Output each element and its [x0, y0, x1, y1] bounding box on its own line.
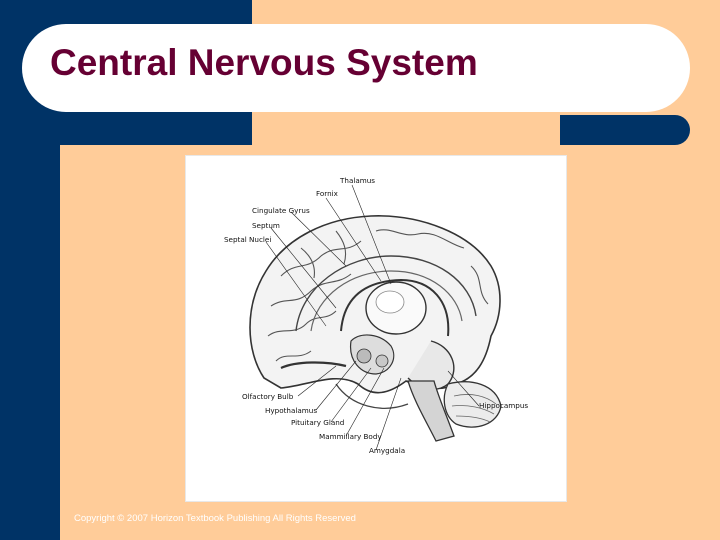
brainstem-shape [407, 380, 455, 442]
label-fornix: Fornix [316, 189, 339, 198]
brain-diagram: Thalamus Fornix Cingulate Gyrus Septum S… [185, 155, 567, 502]
cingulate-arc [295, 255, 477, 332]
label-thalamus: Thalamus [339, 176, 375, 185]
label-septum: Septum [252, 221, 280, 230]
label-olfactory-bulb: Olfactory Bulb [242, 392, 294, 401]
label-cingulate-gyrus: Cingulate Gyrus [252, 206, 310, 215]
label-septal-nuclei: Septal Nuclei [224, 235, 271, 244]
title-banner [22, 24, 690, 112]
copyright-footer: Copyright © 2007 Horizon Textbook Publis… [74, 513, 356, 524]
slide-title: Central Nervous System [50, 42, 478, 83]
label-mammillary-body: Mammillary Body [319, 432, 382, 441]
label-pituitary-gland: Pituitary Gland [291, 418, 344, 427]
title-accent-tab [560, 115, 690, 145]
label-hypothalamus: Hypothalamus [265, 406, 317, 415]
label-amygdala: Amygdala [369, 446, 405, 455]
brain-illustration: Thalamus Fornix Cingulate Gyrus Septum S… [224, 176, 528, 455]
label-hippocampus: Hippocampus [479, 401, 528, 410]
